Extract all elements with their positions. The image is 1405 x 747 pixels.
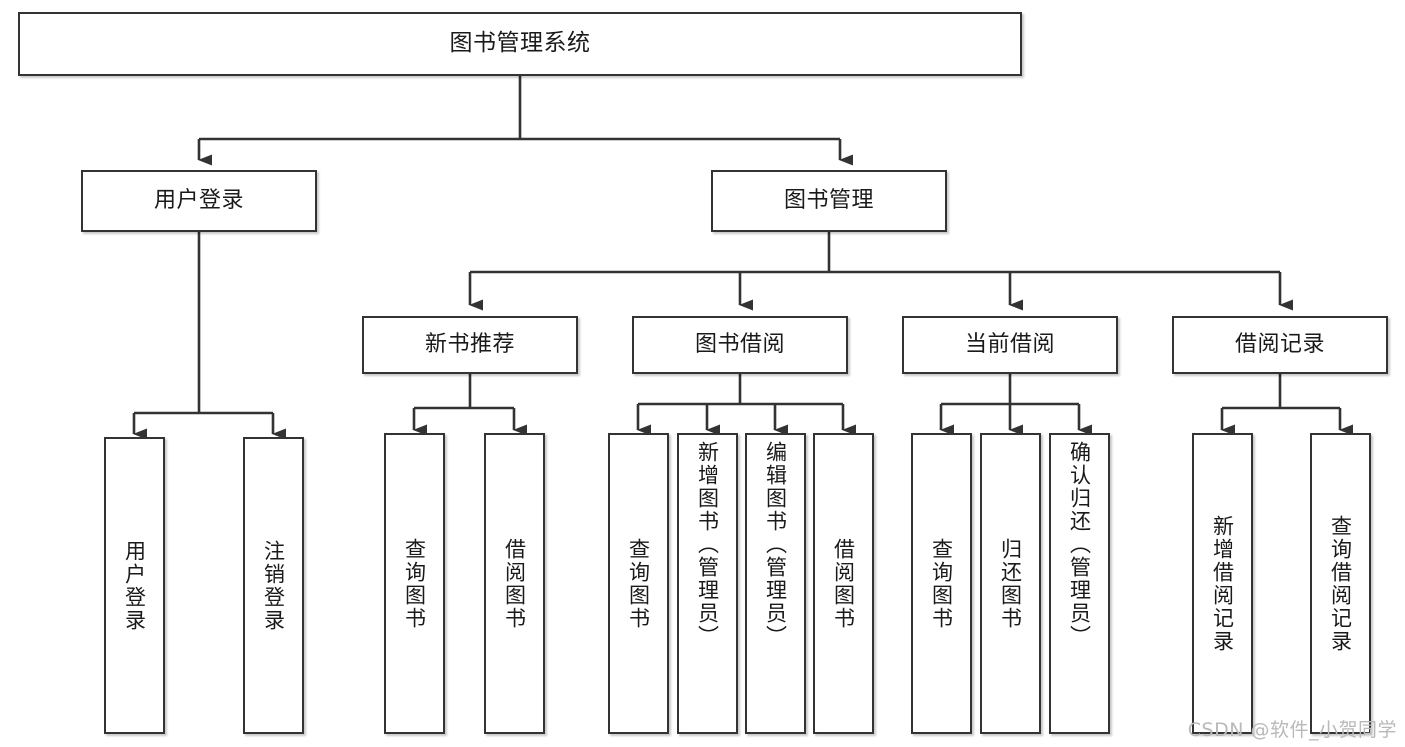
node-leaf-query-book-1-label: 查询图书 [402,537,427,630]
node-leaf-user-login[interactable]: 用户登录 [104,437,165,734]
node-root[interactable]: 图书管理系统 [18,12,1022,76]
node-current-borrow-label: 当前借阅 [964,332,1055,358]
node-book-borrow[interactable]: 图书借阅 [632,316,848,374]
node-leaf-borrow-book-2-label: 借阅图书 [831,537,856,630]
node-leaf-query-record-label: 查询借阅记录 [1328,514,1353,653]
node-leaf-confirm-return-label: 确认归还（管理员） [1067,441,1092,648]
node-leaf-query-book-1[interactable]: 查询图书 [384,433,445,734]
node-leaf-confirm-return[interactable]: 确认归还（管理员） [1049,433,1110,734]
node-user-login-label: 用户登录 [153,188,244,214]
node-book-manage[interactable]: 图书管理 [711,170,947,232]
node-leaf-add-record[interactable]: 新增借阅记录 [1192,433,1253,734]
watermark-text: CSDN @软件_小贺同学 [1187,719,1397,741]
node-leaf-add-book[interactable]: 新增图书（管理员） [677,433,738,734]
node-leaf-edit-book-label: 编辑图书（管理员） [763,441,788,648]
node-leaf-logout-login[interactable]: 注销登录 [243,437,304,734]
node-leaf-return-book[interactable]: 归还图书 [980,433,1041,734]
node-new-book-rec-label: 新书推荐 [424,332,515,358]
node-leaf-query-book-2[interactable]: 查询图书 [608,433,669,734]
node-user-login[interactable]: 用户登录 [81,170,317,232]
node-borrow-record-label: 借阅记录 [1234,332,1325,358]
node-root-label: 图书管理系统 [449,30,591,57]
node-leaf-query-book-2-label: 查询图书 [626,537,651,630]
node-borrow-record[interactable]: 借阅记录 [1172,316,1388,374]
node-leaf-return-book-label: 归还图书 [998,537,1023,630]
node-leaf-query-book-3[interactable]: 查询图书 [911,433,972,734]
node-leaf-logout-login-label: 注销登录 [261,539,286,632]
node-leaf-user-login-label: 用户登录 [122,539,147,632]
node-leaf-add-record-label: 新增借阅记录 [1210,514,1235,653]
node-leaf-edit-book[interactable]: 编辑图书（管理员） [745,433,806,734]
node-current-borrow[interactable]: 当前借阅 [902,316,1118,374]
node-book-borrow-label: 图书借阅 [694,332,785,358]
node-leaf-borrow-book-1-label: 借阅图书 [502,537,527,630]
node-leaf-borrow-book-2[interactable]: 借阅图书 [813,433,874,734]
node-leaf-add-book-label: 新增图书（管理员） [695,441,720,648]
node-leaf-borrow-book-1[interactable]: 借阅图书 [484,433,545,734]
node-leaf-query-book-3-label: 查询图书 [929,537,954,630]
node-book-manage-label: 图书管理 [783,188,874,214]
node-leaf-query-record[interactable]: 查询借阅记录 [1310,433,1371,734]
node-new-book-rec[interactable]: 新书推荐 [362,316,578,374]
